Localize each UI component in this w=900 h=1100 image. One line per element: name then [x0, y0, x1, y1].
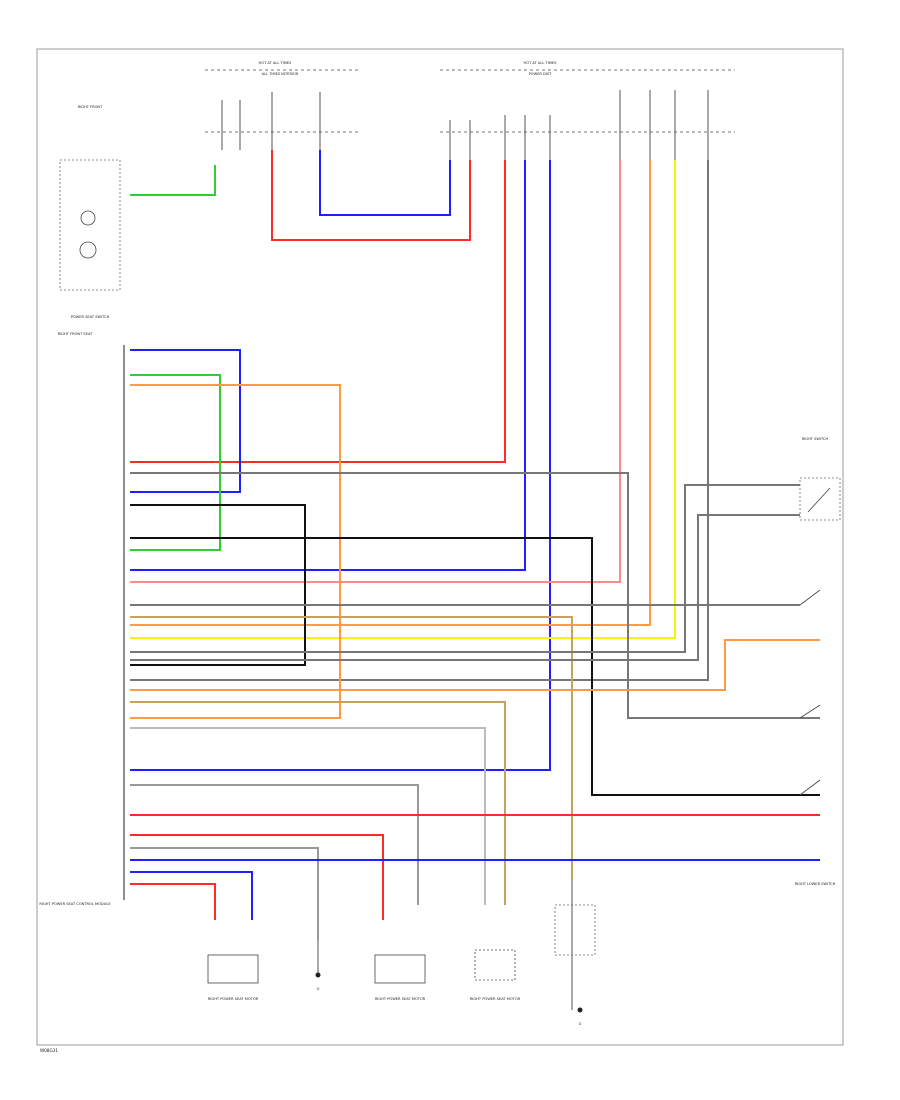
ground-2: G [554, 880, 596, 1026]
wire-red-top [271, 150, 471, 241]
right-front-switch-label: RIGHT FRONT [78, 105, 103, 109]
wire-gray-ground2 [130, 847, 319, 940]
wire-tan-bottom [130, 701, 506, 905]
wire-orange-bottom [130, 639, 820, 691]
motor-1: RIGHT POWER SEAT MOTOR [207, 954, 259, 1001]
wire-blue-main-2 [130, 160, 551, 771]
fuse-box-left-header: HOT AT ALL TIMES [259, 61, 293, 65]
motor-3-label: RIGHT POWER SEAT MOTOR [470, 997, 521, 1001]
wire-blue-top [319, 150, 451, 216]
wire-gray-sw2 [130, 514, 800, 661]
wire-blue-loop [130, 349, 241, 493]
fuse-box-right: HOT AT ALL TIMES POWER DIST [440, 61, 735, 133]
wire-orange-right [130, 160, 651, 626]
wire-gray-mid2 [130, 727, 486, 905]
right-lower-switch: RIGHT LOWER SWITCH [795, 589, 836, 886]
wire-green-switch [130, 165, 216, 196]
memory-module-label: RIGHT FRONT SEAT [58, 332, 94, 336]
footer-code: W08G31 [40, 1048, 58, 1053]
wire-pink-right [130, 160, 621, 583]
motor-1-label: RIGHT POWER SEAT MOTOR [208, 997, 259, 1001]
diagram-frame [36, 48, 844, 1046]
wire-blue-main-1 [130, 160, 526, 571]
wire-red-motor1 [130, 883, 216, 920]
wire-green-loop [130, 374, 221, 551]
ground-1: G [315, 940, 321, 991]
right-switch: RIGHT SWITCH [799, 437, 841, 521]
right-switch-label: RIGHT SWITCH [802, 437, 829, 441]
wire-red-motor2 [130, 834, 384, 920]
fuse-box-right-label: POWER DIST [529, 72, 553, 76]
motor-2: RIGHT POWER SEAT MOTOR [374, 954, 426, 1001]
wire-black-mid [130, 537, 820, 796]
motor-2-label: RIGHT POWER SEAT MOTOR [375, 997, 426, 1001]
wire-gray-ground1 [130, 784, 419, 905]
power-seat-switch-label: POWER SEAT SWITCH [71, 315, 110, 319]
fuse-box-left-label: ALL TIMES INTERIOR [262, 72, 299, 76]
right-lower-switch-label: RIGHT LOWER SWITCH [795, 882, 836, 886]
wire-red-main [130, 160, 506, 463]
wire-gray-top-right [130, 472, 820, 719]
wire-blue-motor1 [130, 871, 253, 920]
right-front-switch: RIGHT FRONT POWER SEAT SWITCH [59, 105, 121, 319]
seat-control-module-label: RIGHT POWER SEAT CONTROL MODULE [39, 902, 111, 906]
wire-gray-right [130, 160, 709, 681]
ground-2-label: G [579, 1022, 582, 1026]
ground-1-label: G [317, 987, 320, 991]
motor-3: RIGHT POWER SEAT MOTOR [470, 949, 521, 1001]
wire-yellow-right [130, 160, 676, 639]
fuse-stubs [221, 90, 709, 160]
wires [130, 150, 820, 940]
fuse-box-left: HOT AT ALL TIMES ALL TIMES INTERIOR [205, 61, 360, 133]
wire-tan-mid [130, 616, 573, 880]
fuse-box-right-header: HOT AT ALL TIMES [524, 61, 558, 65]
wire-orange-loop [130, 384, 341, 719]
wire-gray-sw1 [130, 484, 800, 653]
wire-black-loop [130, 504, 306, 666]
